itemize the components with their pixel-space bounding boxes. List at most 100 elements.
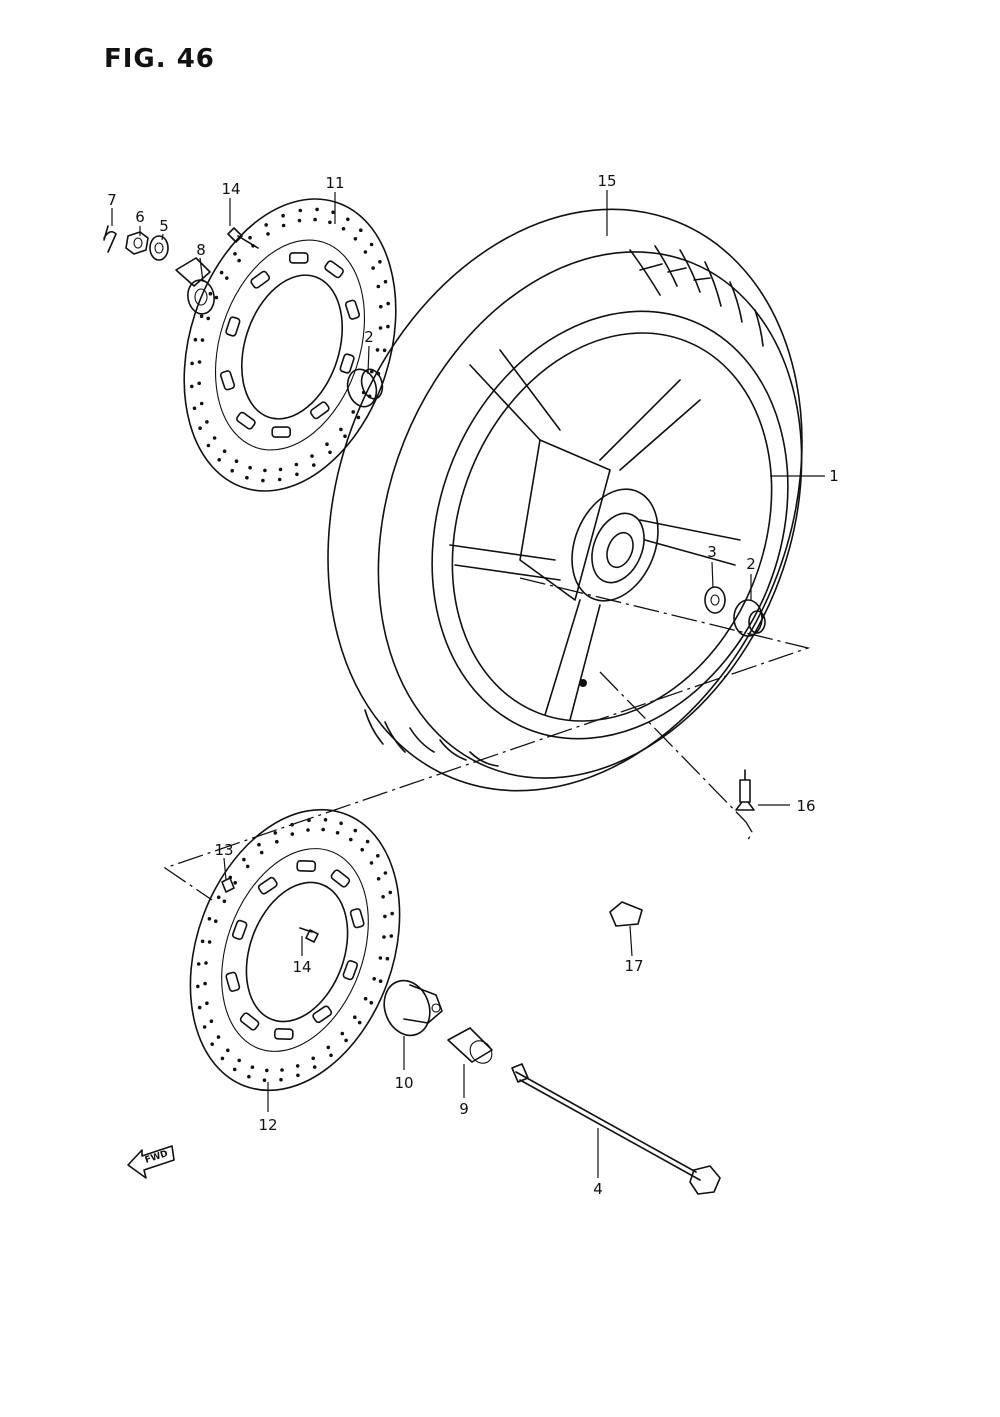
drilled-hole <box>386 324 390 329</box>
drilled-hole <box>329 1053 333 1058</box>
drilled-hole <box>328 220 332 225</box>
drilled-hole <box>198 426 202 431</box>
drilled-hole <box>310 454 314 458</box>
drilled-hole <box>257 842 261 847</box>
disc-bolt-top <box>227 227 259 249</box>
drilled-hole <box>353 1015 357 1019</box>
valve <box>735 769 755 811</box>
drilled-hole <box>192 406 197 411</box>
figure-title: FIG. 46 <box>104 44 215 74</box>
speedometer-gearbox <box>383 979 443 1037</box>
drilled-hole <box>263 468 267 473</box>
drilled-hole <box>206 443 211 448</box>
disc-slot <box>330 869 351 888</box>
drilled-hole <box>372 977 377 981</box>
drilled-hole <box>383 914 387 919</box>
drilled-hole <box>281 213 285 218</box>
drilled-hole <box>220 1056 225 1061</box>
callout-11: 11 <box>325 174 344 192</box>
drilled-hole <box>323 818 328 822</box>
drilled-hole <box>279 1077 283 1082</box>
drilled-hole <box>216 1035 221 1039</box>
disc-slot <box>339 353 355 374</box>
drilled-hole <box>208 291 213 296</box>
drilled-hole <box>344 1038 348 1043</box>
balancer <box>609 901 643 927</box>
drilled-hole <box>233 252 237 256</box>
spacer-9 <box>447 1027 493 1064</box>
drilled-hole <box>296 1073 300 1078</box>
drilled-hole <box>389 934 394 938</box>
callout-14-lower: 14 <box>292 958 311 976</box>
drilled-hole <box>376 877 381 881</box>
drilled-hole <box>245 475 249 480</box>
drilled-hole <box>214 295 219 300</box>
drilled-hole <box>210 1042 214 1046</box>
drilled-hole <box>207 917 212 921</box>
disc-slot <box>288 252 309 264</box>
brake-disc-right <box>183 198 397 492</box>
plate-13 <box>221 877 235 893</box>
disc-slot <box>236 411 256 430</box>
drilled-hole <box>365 839 370 844</box>
drilled-hole <box>248 235 252 240</box>
drilled-hole <box>312 463 316 467</box>
callout-8: 8 <box>196 241 206 259</box>
spacer-3 <box>704 586 726 614</box>
disc-slot <box>225 316 241 337</box>
drilled-hole <box>376 854 380 858</box>
drilled-hole <box>207 940 212 944</box>
drilled-hole <box>232 1067 237 1072</box>
drilled-hole <box>335 831 340 835</box>
drilled-hole <box>199 401 204 406</box>
drilled-hole <box>196 984 200 989</box>
drilled-hole <box>343 434 347 439</box>
drilled-hole <box>245 864 250 869</box>
drilled-hole <box>369 861 374 865</box>
drilled-hole <box>313 217 317 222</box>
drilled-hole <box>306 828 310 832</box>
callouts: 7 6 5 8 14 11 2 15 1 3 2 16 13 14 17 10 … <box>107 172 839 1198</box>
drilled-hole <box>363 996 368 1001</box>
disc-slot <box>273 1027 294 1041</box>
drilled-hole <box>222 899 227 904</box>
disc-slot <box>344 299 361 320</box>
callout-10: 10 <box>394 1074 413 1092</box>
disc-slot <box>231 919 248 941</box>
drilled-hole <box>190 361 194 366</box>
disc-slot <box>257 876 278 895</box>
drilled-hole <box>328 450 332 455</box>
drilled-hole <box>205 1001 209 1005</box>
drilled-hole <box>234 459 239 464</box>
disc-slot <box>219 370 236 391</box>
drilled-hole <box>248 465 252 470</box>
drilled-hole <box>321 827 326 832</box>
nut <box>125 231 149 255</box>
drilled-hole <box>212 436 217 440</box>
disc-slot <box>324 260 344 279</box>
drilled-hole <box>369 1000 374 1005</box>
disc-slot <box>239 1012 260 1031</box>
drilled-hole <box>353 828 358 833</box>
disc-slot <box>309 401 330 420</box>
drilled-hole <box>206 316 210 321</box>
assembly-lines <box>163 577 811 901</box>
drilled-hole <box>339 427 343 432</box>
disc-slot <box>271 426 292 438</box>
drilled-hole <box>242 857 246 862</box>
drilled-hole <box>205 420 209 424</box>
drilled-hole <box>278 467 283 472</box>
drilled-hole <box>376 284 381 289</box>
drilled-hole <box>237 1058 241 1063</box>
disc-slot <box>349 908 365 929</box>
drilled-hole <box>326 1045 331 1050</box>
callout-1: 1 <box>829 467 839 485</box>
drilled-hole <box>369 242 374 247</box>
drilled-hole <box>196 962 201 966</box>
cotter-pin <box>103 225 117 253</box>
callout-3: 3 <box>707 543 717 561</box>
bearing-right <box>733 599 766 637</box>
drilled-hole <box>295 1064 300 1068</box>
drilled-hole <box>197 1005 202 1010</box>
